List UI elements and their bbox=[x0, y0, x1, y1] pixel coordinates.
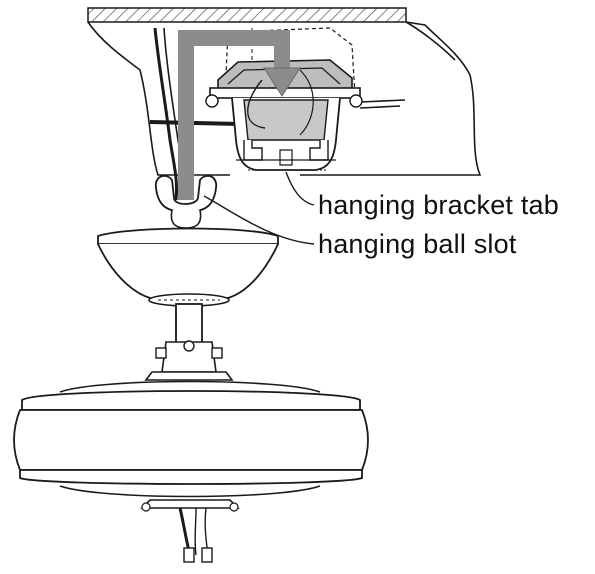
ceiling-surface bbox=[87, 7, 407, 23]
label-hanging-ball-slot: hanging ball slot bbox=[318, 229, 517, 259]
hang-direction-arrow bbox=[178, 30, 301, 200]
callout-leaders bbox=[203, 171, 315, 245]
switch-plate bbox=[140, 499, 240, 563]
downrod-coupling bbox=[144, 340, 234, 381]
mounting-bracket bbox=[205, 59, 363, 171]
motor-housing bbox=[13, 380, 369, 498]
label-hanging-bracket-tab: hanging bracket tab bbox=[318, 190, 559, 220]
hanging-ball bbox=[154, 174, 218, 229]
fan-canopy bbox=[97, 227, 279, 307]
ceiling-cutaway bbox=[87, 21, 482, 176]
